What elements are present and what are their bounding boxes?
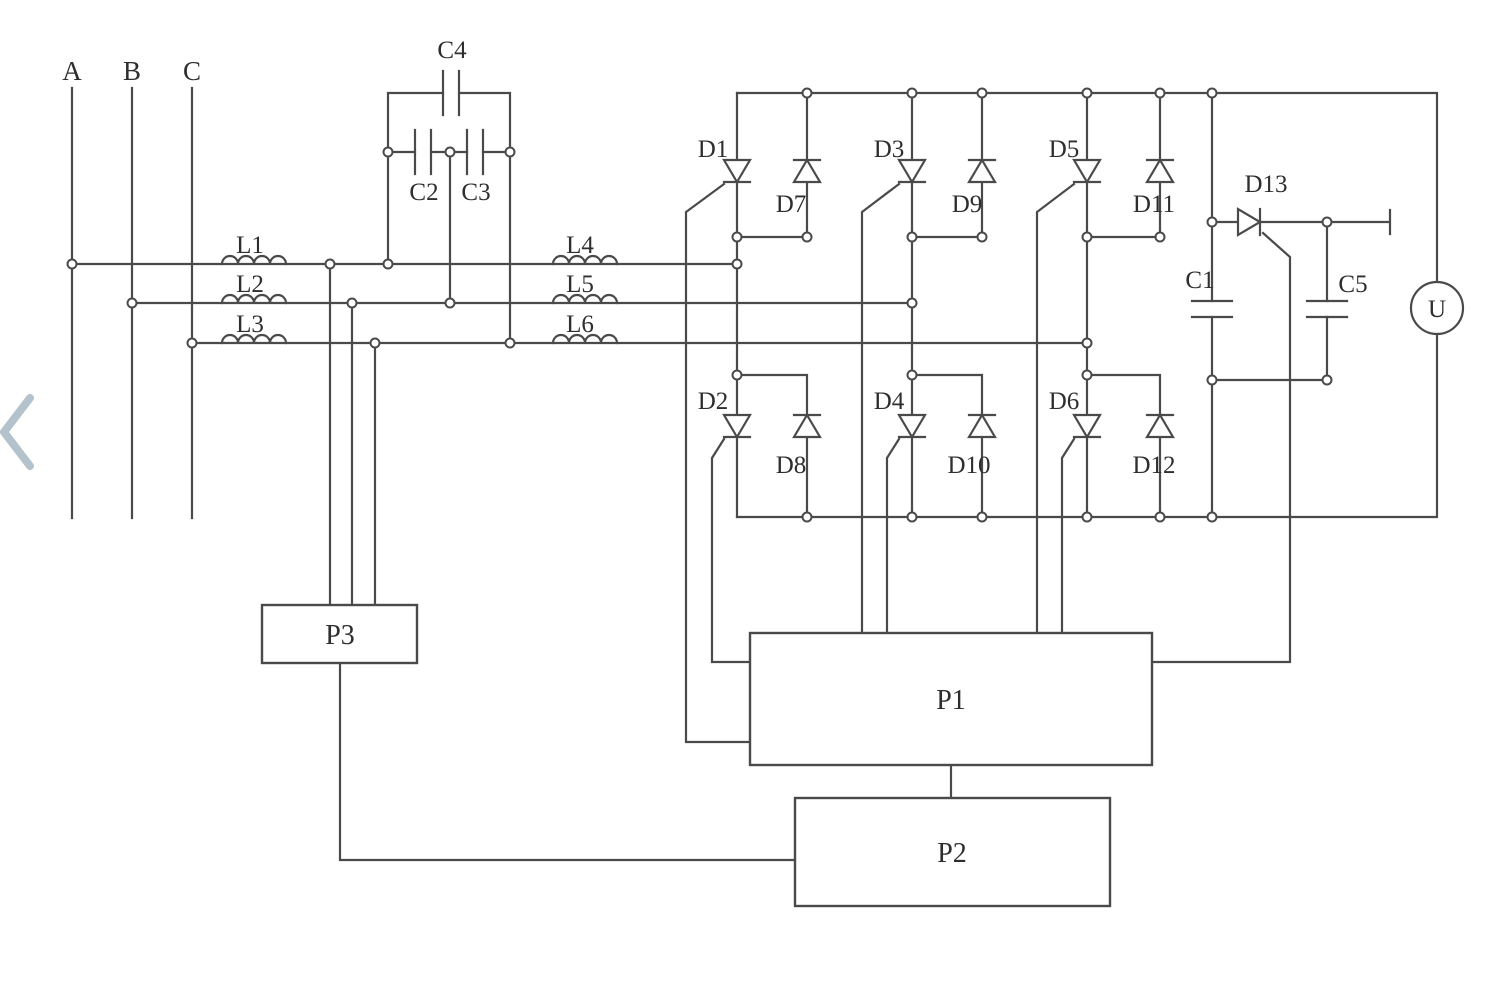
label-c3: C3 <box>461 179 490 206</box>
thyristor-d5 <box>1035 158 1102 635</box>
label-d10: D10 <box>947 452 990 479</box>
source-u-circle <box>1409 280 1465 336</box>
label-d7: D7 <box>776 191 807 218</box>
thyristor-d2 <box>710 413 752 664</box>
gate-wire-d3 <box>860 182 901 635</box>
diode-d7 <box>792 157 822 184</box>
gate-wire-d2 <box>710 437 752 664</box>
inductor-l6 <box>551 333 619 345</box>
label-d5: D5 <box>1049 136 1080 163</box>
label-l4: L4 <box>566 232 594 259</box>
label-phase-b: B <box>123 56 141 86</box>
diode-d10 <box>967 412 997 439</box>
gate-wire-d4 <box>885 437 901 635</box>
diode-d12 <box>1145 412 1175 439</box>
label-phase-a: A <box>62 56 82 86</box>
gate-wire-d5 <box>1035 182 1076 635</box>
label-d3: D3 <box>874 136 905 163</box>
diode-d8 <box>792 412 822 439</box>
label-l6: L6 <box>566 311 594 338</box>
label-d9: D9 <box>952 191 983 218</box>
capacitor-c1 <box>1190 299 1234 319</box>
inductor-l3 <box>220 333 288 345</box>
capacitor-c2 <box>413 128 433 176</box>
label-l5: L5 <box>566 271 594 298</box>
diode-d9 <box>967 157 997 184</box>
label-l2: L2 <box>236 271 264 298</box>
label-l1: L1 <box>236 232 264 259</box>
label-u: U <box>1428 296 1446 323</box>
block-p1 <box>748 631 1154 767</box>
capacitor-c3 <box>465 128 485 176</box>
label-d12: D12 <box>1132 452 1175 479</box>
capacitor-c4 <box>441 69 461 117</box>
dc-link-wires <box>1210 91 1392 519</box>
gate-wire-d6 <box>1060 437 1076 635</box>
label-d2: D2 <box>698 388 729 415</box>
source-u: U <box>1409 280 1465 336</box>
inductor-l1 <box>220 254 288 266</box>
thyristor-d13 <box>1150 207 1292 664</box>
label-phase-c: C <box>183 56 201 86</box>
label-p3: P3 <box>325 620 355 651</box>
label-c5: C5 <box>1338 271 1367 298</box>
diode-d11 <box>1145 157 1175 184</box>
bridge-leg-phase-a <box>735 91 809 519</box>
label-p2: P2 <box>937 838 967 869</box>
component-labels: A B C L1 L2 L3 L4 L5 L6 C4 C2 C3 D1 D7 D… <box>62 37 1367 869</box>
label-c4: C4 <box>437 37 467 64</box>
gate-wire-d13 <box>1150 231 1292 664</box>
thyristor-d4 <box>885 413 927 635</box>
label-d6: D6 <box>1049 388 1080 415</box>
inductor-l4 <box>551 254 619 266</box>
power-rails <box>70 262 1089 345</box>
label-d1: D1 <box>698 136 729 163</box>
p3-tap-wires <box>328 262 377 607</box>
junction-nodes <box>66 87 1333 523</box>
label-c2: C2 <box>409 179 438 206</box>
thyristor-d6 <box>1060 413 1102 635</box>
label-d11: D11 <box>1133 191 1175 218</box>
label-l3: L3 <box>236 311 264 338</box>
back-chevron-icon[interactable] <box>0 394 34 470</box>
block-p3 <box>260 603 419 665</box>
label-p1: P1 <box>936 685 966 716</box>
label-d8: D8 <box>776 452 807 479</box>
label-c1: C1 <box>1185 267 1214 294</box>
gate-wire-d1 <box>684 182 752 744</box>
inductor-l5 <box>551 293 619 305</box>
capacitor-c5 <box>1305 299 1349 319</box>
label-d13: D13 <box>1244 171 1287 198</box>
inductor-l2 <box>220 293 288 305</box>
p3-p2-link <box>338 661 797 862</box>
control-section <box>260 262 1154 908</box>
thyristor-d1 <box>684 158 752 744</box>
block-p2 <box>793 796 1112 908</box>
label-d4: D4 <box>874 388 905 415</box>
dc-link <box>1150 91 1392 664</box>
thyristor-d3 <box>860 158 927 635</box>
